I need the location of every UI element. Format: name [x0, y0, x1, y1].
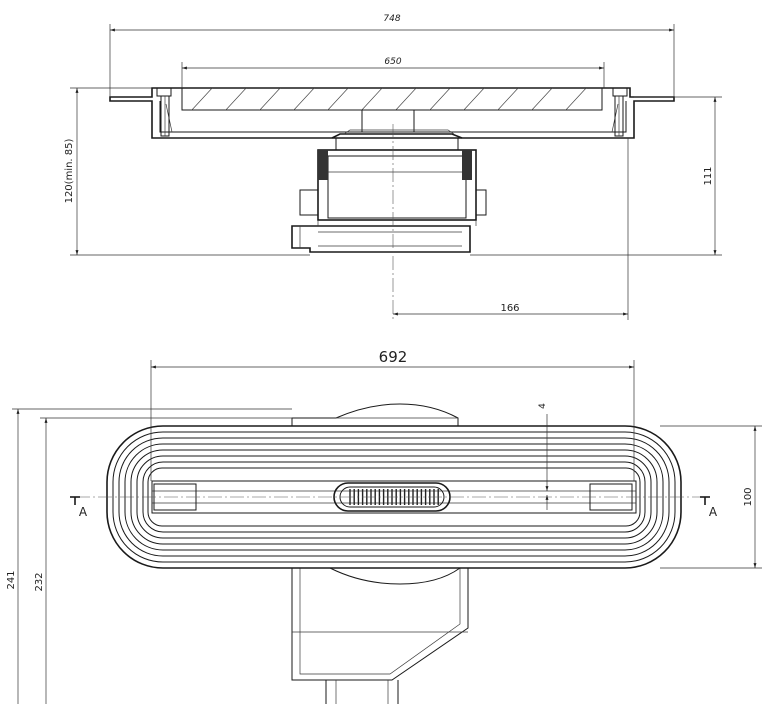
dim-overall-depth: 241 — [6, 570, 17, 589]
frame-brackets — [165, 103, 619, 133]
drain-body — [291, 129, 487, 253]
dim-overall-width: 748 — [383, 14, 400, 24]
section-view: 748 650 120(min. 85) 111 166 — [64, 14, 722, 320]
section-label-left: A — [79, 505, 88, 519]
grate-support — [361, 109, 415, 133]
dim-body-height: 111 — [703, 166, 714, 185]
dim-body-depth: 232 — [34, 572, 45, 591]
dim-outlet-offset: 166 — [500, 303, 519, 314]
frame-outline — [109, 87, 675, 139]
dim-channel-width: 100 — [743, 487, 754, 506]
dim-grate-width: 650 — [384, 57, 401, 67]
grate-plate — [181, 87, 603, 111]
dim-slot-offset: 4 — [538, 403, 548, 409]
outlet-body — [291, 567, 469, 704]
seal-right — [462, 150, 472, 180]
seal-left — [318, 150, 328, 180]
adjusting-screw-left — [156, 87, 172, 137]
dim-channel-length: 692 — [379, 348, 408, 366]
dim-height: 120(min. 85) — [64, 138, 75, 203]
section-marker-left: A — [70, 496, 88, 519]
grate-hatching — [191, 88, 587, 110]
adjusting-screw-right — [612, 87, 628, 137]
body-top-lobe — [291, 403, 459, 426]
plan-view: A A 692 4 100 241 232 — [6, 348, 762, 704]
section-label-right: A — [709, 505, 718, 519]
section-marker-right: A — [700, 496, 718, 519]
